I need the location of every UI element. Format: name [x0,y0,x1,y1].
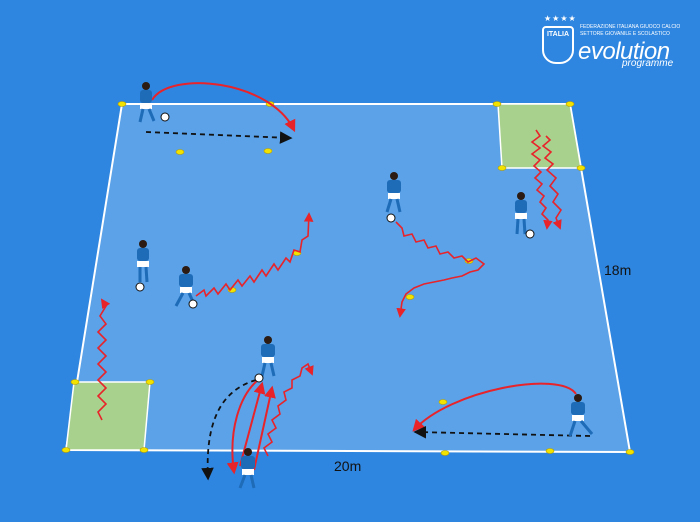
cone [438,399,448,405]
dribble-arrow [541,135,563,230]
dribble-arrow [195,212,314,298]
ball [254,373,264,383]
dribble-arrow [262,362,314,457]
dribble-paths [96,129,563,457]
curved-runs [151,82,577,475]
org-line1: FEDERAZIONE ITALIANA GIUOCO CALCIO [580,24,681,30]
straight-run-arrow [239,381,266,467]
players [135,82,594,489]
pass-arrow [413,425,591,439]
org-line2: SETTORE GIOVANILE E SCOLASTICO [580,31,670,37]
height-label: 18m [604,262,632,278]
pass-arrow [201,379,257,481]
ball [525,229,535,239]
curved-run-arrow [151,82,296,133]
width-label: 20m [334,458,362,474]
tagline: programme [622,58,674,69]
cone [61,447,71,453]
cone [565,101,575,107]
shield-icon: ITALIA [542,26,574,64]
cone [175,149,185,155]
player [385,172,402,213]
ball [135,282,145,292]
dribble-arrow [530,129,553,230]
pass-paths [145,131,591,481]
cones [61,101,635,456]
player [137,240,149,283]
pass-arrow [145,131,293,144]
curved-run-arrow [412,382,577,432]
star-icon: ★★★★ [544,14,577,23]
ball [188,299,198,309]
cone [405,294,415,300]
shield-text: ITALIA [546,31,570,38]
cone [139,447,149,453]
dribble-arrow [96,298,111,421]
cone [545,448,555,454]
cone [492,101,502,107]
player [138,82,156,123]
wordmark: evolution [578,38,670,65]
straight-run-arrow [253,385,276,471]
cone [70,379,80,385]
player [260,336,276,377]
cone [117,101,127,107]
org-name: FEDERAZIONE ITALIANA GIUOCO CALCIO SETTO… [580,24,690,38]
cone [576,165,586,171]
brand-logo: ★★★★ ITALIA FEDERAZIONE ITALIANA GIUOCO … [540,12,690,72]
cone [145,379,155,385]
player [238,448,256,489]
player [568,394,594,437]
cone [625,449,635,455]
dribble-arrow [395,221,486,318]
goal-zone-bottom-left [65,381,151,451]
cone [263,148,273,154]
player [515,192,527,235]
ball [160,112,170,122]
cone [440,450,450,456]
ball [386,213,396,223]
cone [497,165,507,171]
curved-run-arrow [226,379,259,475]
